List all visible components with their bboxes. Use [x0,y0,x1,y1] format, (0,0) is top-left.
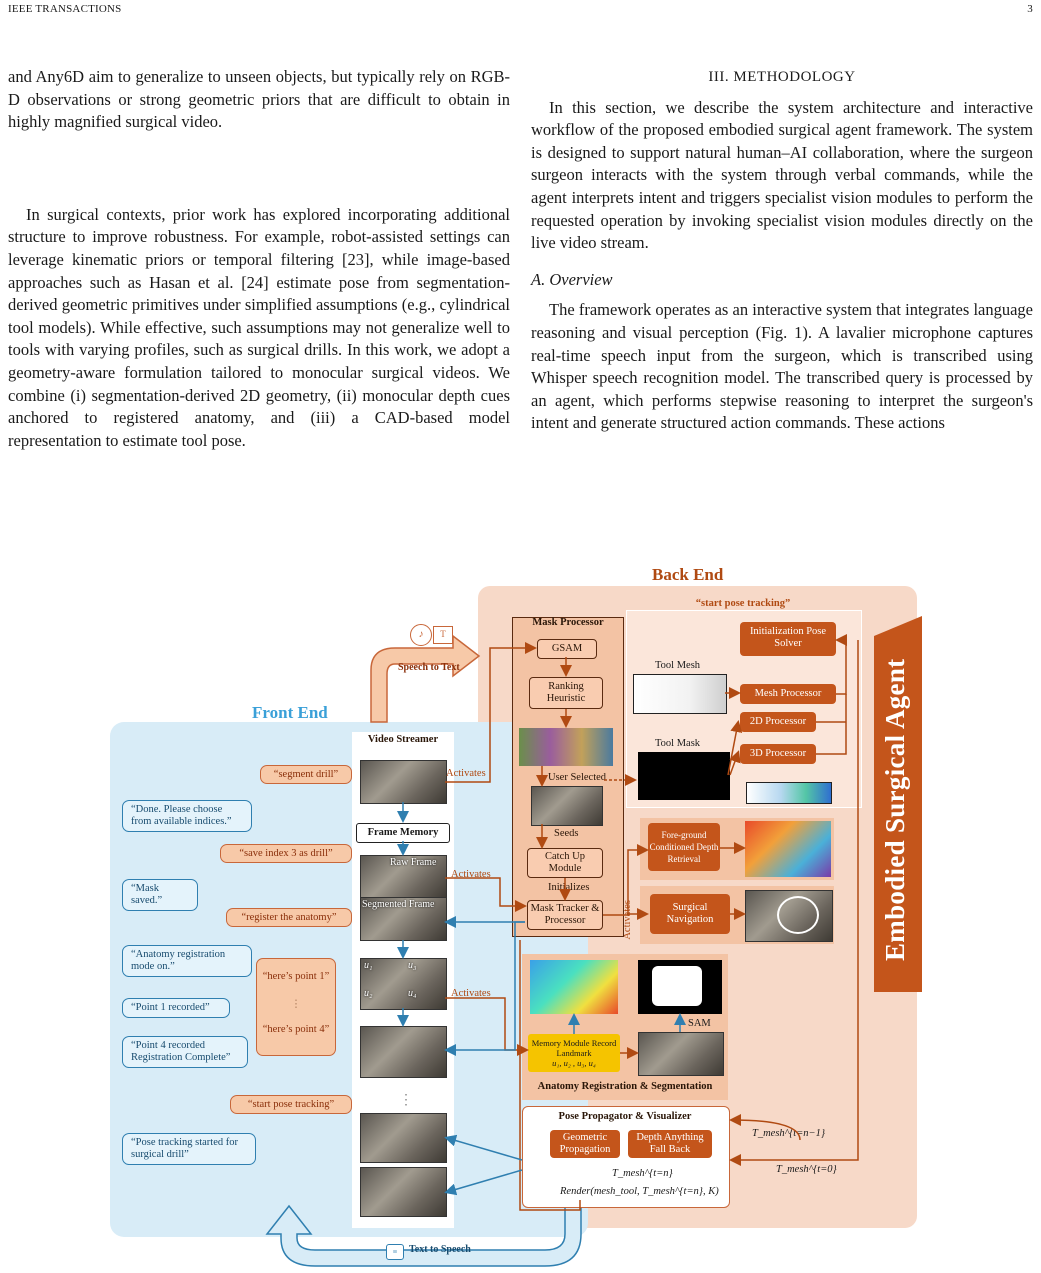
pose-frame-1 [360,1113,447,1163]
right-column: III. METHODOLOGY In this section, we des… [531,66,1033,435]
user-selected-label: User Selected [548,772,607,783]
selected-mask-thumb [531,786,603,826]
gsam-box: GSAM [537,639,597,659]
activates-label-1: Activates [446,768,486,779]
navigation-circle-icon [777,896,819,934]
segmented-frame-label: Segmented Frame [362,899,435,910]
right-para-2: The framework operates as an interactive… [531,300,1033,433]
agent-bubble-point1: “Point 1 recorded” [122,998,230,1018]
points-dots-icon: ⋮ [290,999,302,1010]
t-mesh-zero-label: T_mesh^{t=0} [776,1164,837,1175]
pose-propagator-title: Pose Propagator & Visualizer [558,1111,692,1122]
front-end-label: Front End [252,703,328,722]
anatomy-frame-image [638,1032,724,1076]
candidate-masks-thumb [519,728,613,766]
user-bubble-point4: “here’s point 4” [262,1024,330,1035]
foreground-depth-box: Fore-ground Conditioned Depth Retrieval [648,823,720,871]
anatomy-mask-shape [652,966,702,1006]
raw-frame-label: Raw Frame [390,857,437,868]
raw-frame-thumb [360,855,447,899]
memory-landmarks-label: u₁, u₂ , u₃, u₄ [552,1058,596,1068]
pose-tracking-title: “start pose tracking” [695,598,791,609]
depth-map-image [745,821,831,877]
tool-mask-image [638,752,730,800]
sam-label: SAM [688,1018,711,1029]
tool-mesh-image [633,674,727,714]
agent-bubble-mask-saved: “Mask saved.” [122,879,198,911]
pose-frame-2 [360,1167,447,1217]
t-mesh-n-label: T_mesh^{t=n} [612,1168,673,1179]
landmark-frame-2 [360,1026,447,1078]
memory-module-box: Memory Module Record Landmark u₁, u₂ , u… [528,1034,620,1072]
left-para-2: In surgical contexts, prior work has exp… [8,204,510,450]
right-para-1: In this section, we describe the system … [531,97,1033,253]
processor-3d-box: 3D Processor [740,744,816,764]
activates-label-2: Activates [451,869,491,880]
anatomy-depth-image [530,960,618,1014]
subsection-title: A. Overview [531,269,613,289]
user-bubble-point1: “here’s point 1” [262,971,330,982]
text-doc-icon: T [433,626,453,644]
running-header: IEEE TRANSACTIONS [8,3,122,15]
landmark-u3: u₃ [408,960,417,971]
speech-icon: ♪ [410,624,432,646]
mask-processor-title: Mask Processor [532,617,604,628]
page-number: 3 [1027,3,1033,15]
depth-tool-image [746,782,832,804]
left-para-1: and Any6D aim to generalize to unseen ob… [8,67,510,132]
activates-label-3: Activates [451,988,491,999]
user-bubble-points: “here’s point 1” ⋮ “here’s point 4” [256,958,336,1056]
speech-to-text-label: Speech to Text [398,662,460,673]
geometric-propagation-box: Geometric Propagation [550,1130,620,1158]
tool-mesh-label: Tool Mesh [655,660,701,671]
agent-bubble-pose-started: “Pose tracking started for surgical dril… [122,1133,256,1165]
agent-bubble-anatomy-mode: “Anatomy registration mode on.” [122,945,252,977]
text-to-speech-label: Text to Speech [409,1244,471,1255]
memory-module-label: Memory Module Record Landmark [531,1038,617,1058]
user-bubble-register: “register the anatomy” [226,908,352,927]
ranking-heuristic-box: Ranking Heuristic [529,677,603,709]
speaker-icon: ≡ [386,1244,404,1260]
landmark-u4: u₄ [408,988,417,999]
seeds-label: Seeds [554,828,579,839]
frame-memory-box: Frame Memory [356,823,450,843]
embodied-agent-label: Embodied Surgical Agent [880,658,910,962]
left-column: and Any6D aim to generalize to unseen ob… [8,66,510,452]
agent-bubble-point4: “Point 4 recorded Registration Complete” [122,1036,248,1068]
mask-tracker-box: Mask Tracker & Processor [527,900,603,930]
figure-1: Back End Front End Speech to Text ♪ T ≡ … [0,560,1041,1273]
tool-mask-label: Tool Mask [655,738,701,749]
agent-bubble-done: “Done. Please choose from available indi… [122,800,252,832]
initializes-label: Initializes [548,882,590,893]
user-bubble-segment: “segment drill” [260,765,352,784]
catch-up-module-box: Catch Up Module [527,848,603,878]
depth-anything-box: Depth Anything Fall Back [628,1130,712,1158]
dots-icon: ⋮ [399,1093,413,1108]
processor-2d-box: 2D Processor [740,712,816,732]
landmark-u1: u₁ [364,960,373,971]
t-mesh-prev-label: T_mesh^{t=n−1} [752,1128,826,1139]
render-formula: Render(mesh_tool, T_mesh^{t=n}, K) [560,1186,719,1197]
landmark-u2: u₂ [364,988,373,999]
agent-banner-shape [874,616,922,992]
landmark-frame [360,958,447,1010]
surgical-navigation-box: Surgical Navigation [650,894,730,934]
mesh-processor-box: Mesh Processor [740,684,836,704]
section-title: III. METHODOLOGY [708,69,856,85]
back-end-label: Back End [652,565,724,584]
video-frame-1 [360,760,447,804]
anatomy-title: Anatomy Registration & Segmentation [537,1081,713,1092]
video-streamer-title: Video Streamer [367,734,439,745]
text-to-speech-arrow [265,1203,582,1267]
user-bubble-start-pose: “start pose tracking” [230,1095,352,1114]
init-pose-solver-box: Initialization Pose Solver [740,622,836,656]
user-bubble-save: “save index 3 as drill” [220,844,352,863]
